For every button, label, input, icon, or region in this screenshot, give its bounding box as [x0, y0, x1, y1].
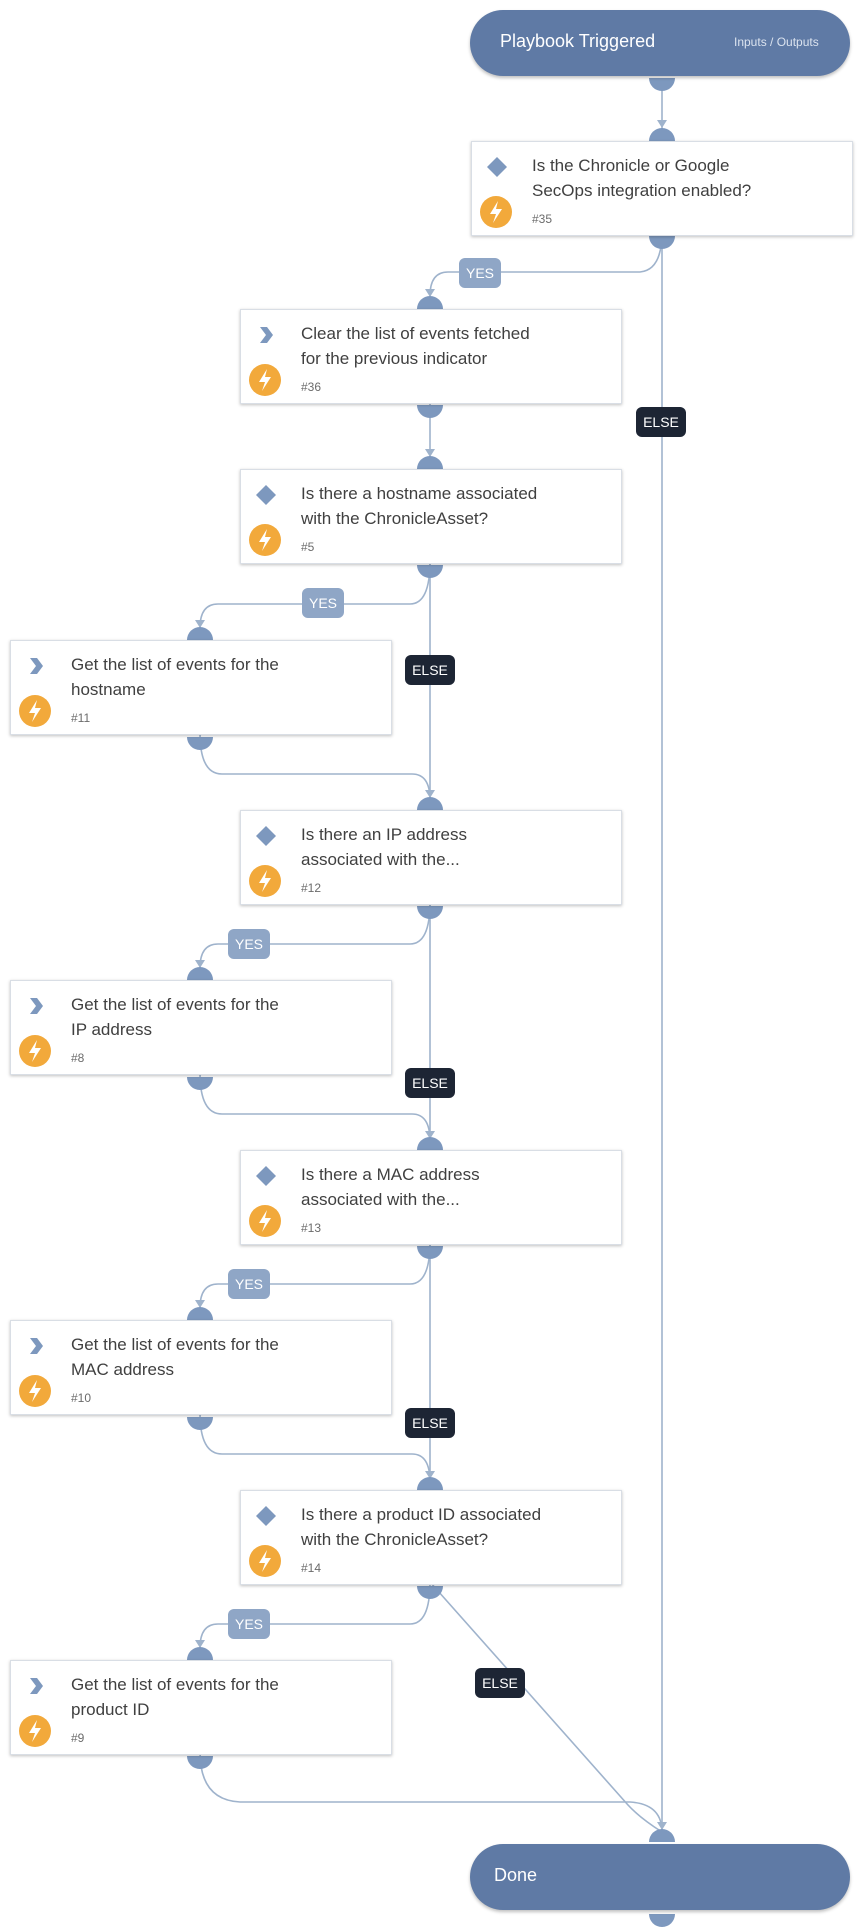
task-5-number: #5: [301, 540, 315, 554]
else-branch-label: ELSE: [405, 1408, 455, 1438]
diamond-icon: [256, 1166, 276, 1186]
task-8-number: #8: [71, 1051, 85, 1065]
else-branch-label: ELSE: [405, 655, 455, 685]
lightning-bolt-icon: [19, 1375, 51, 1407]
lightning-bolt-icon: [249, 865, 281, 897]
else-branch-label: ELSE: [636, 407, 686, 437]
lightning-bolt-icon: [19, 695, 51, 727]
chevron-right-icon: [260, 327, 273, 343]
chevron-right-icon: [30, 1678, 43, 1694]
diamond-icon: [256, 485, 276, 505]
task-36-number: #36: [301, 380, 322, 394]
chevron-right-icon: [30, 998, 43, 1014]
start-node-title: Playbook Triggered: [500, 31, 656, 51]
lightning-bolt-icon: [249, 1545, 281, 1577]
yes-branch-label: YES: [228, 1609, 270, 1639]
task-12-number: #12: [301, 881, 322, 895]
playbook-triggered-node[interactable]: Playbook Triggered Inputs / Outputs: [470, 10, 850, 76]
chevron-right-icon: [30, 658, 43, 674]
end-node-title: Done: [494, 1865, 538, 1885]
done-node[interactable]: Done: [470, 1844, 850, 1910]
diamond-icon: [487, 157, 507, 177]
lightning-bolt-icon: [249, 364, 281, 396]
task-9-number: #9: [71, 1731, 85, 1745]
diamond-icon: [256, 1506, 276, 1526]
task-35-number: #35: [532, 212, 553, 226]
else-branch-label: ELSE: [405, 1068, 455, 1098]
lightning-bolt-icon: [249, 524, 281, 556]
chevron-right-icon: [30, 1338, 43, 1354]
task-14-number: #14: [301, 1561, 322, 1575]
task-13-number: #13: [301, 1221, 322, 1235]
yes-branch-label: YES: [228, 929, 270, 959]
else-branch-label: ELSE: [475, 1668, 525, 1698]
yes-branch-label: YES: [228, 1269, 270, 1299]
lightning-bolt-icon: [19, 1035, 51, 1067]
task-10-number: #10: [71, 1391, 92, 1405]
diamond-icon: [256, 826, 276, 846]
yes-branch-label: YES: [459, 258, 501, 288]
lightning-bolt-icon: [480, 196, 512, 228]
lightning-bolt-icon: [19, 1715, 51, 1747]
yes-branch-label: YES: [302, 588, 344, 618]
inputs-outputs-link[interactable]: Inputs / Outputs: [734, 35, 819, 49]
lightning-bolt-icon: [249, 1205, 281, 1237]
task-11-number: #11: [71, 711, 91, 725]
